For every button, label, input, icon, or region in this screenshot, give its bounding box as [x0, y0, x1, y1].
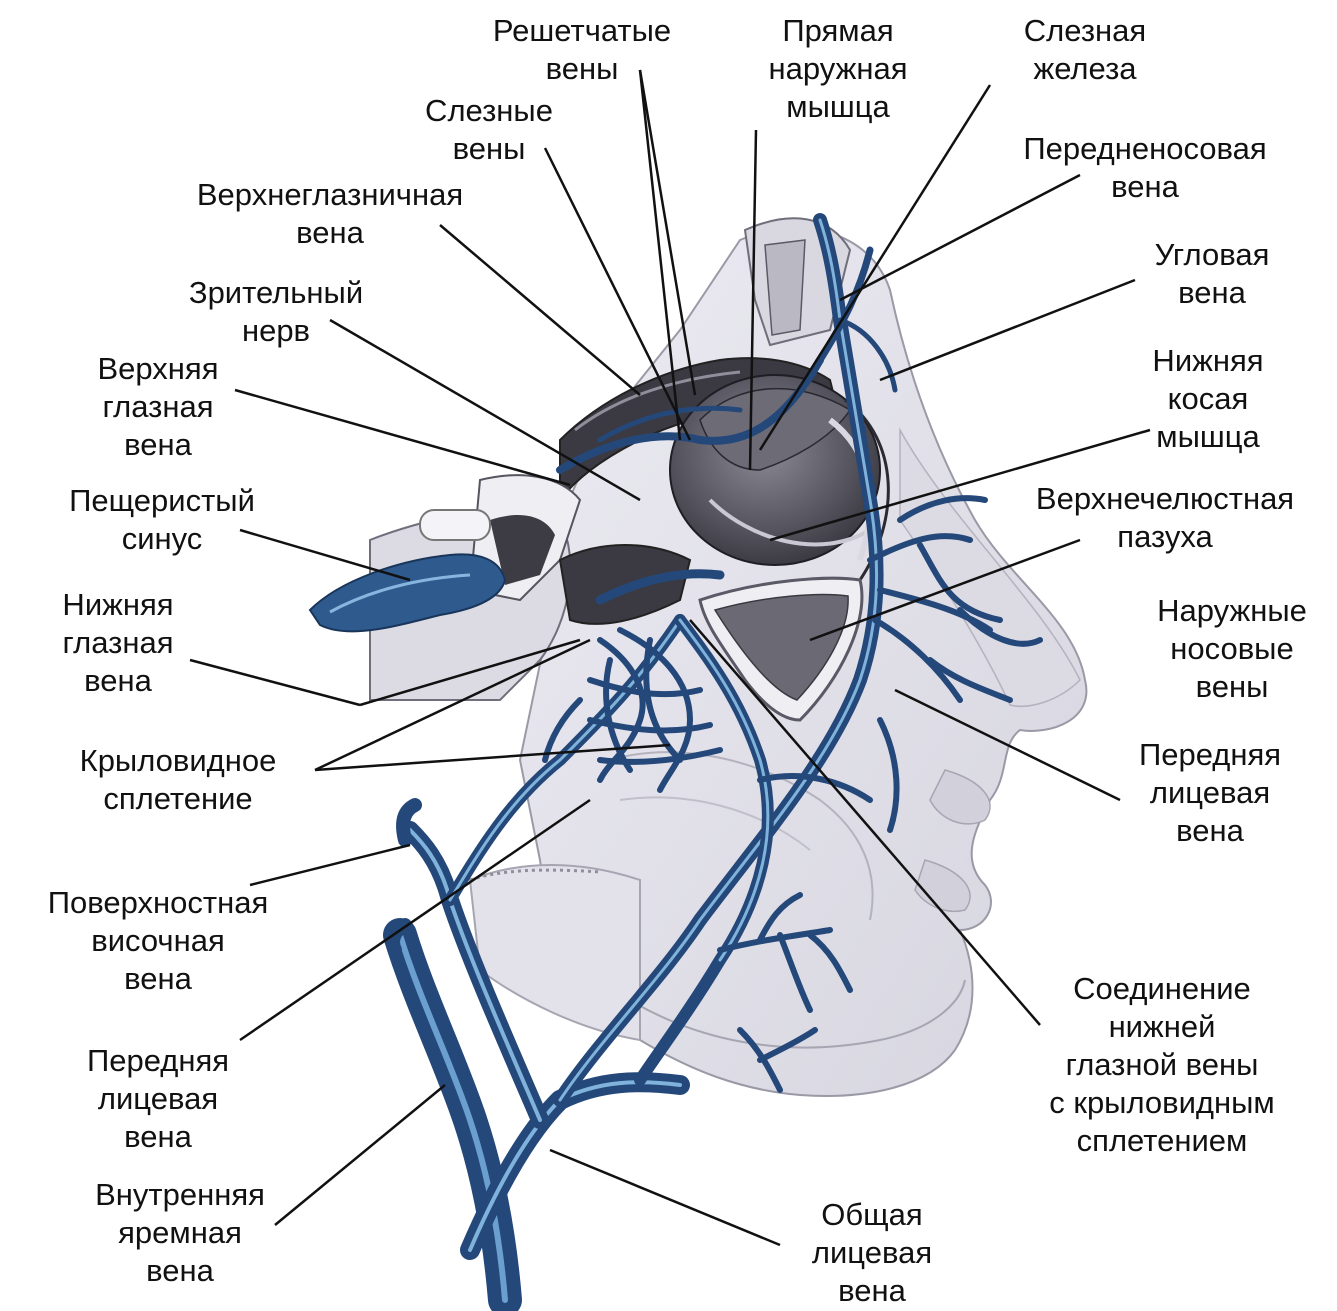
- label-superficial-temporal-vein: Поверхностнаявисочнаявена: [48, 884, 268, 998]
- label-inferior-ophthalmic-vein: Нижняяглазнаявена: [62, 586, 173, 700]
- label-lacrimal-gland: Слезнаяжелеза: [1024, 12, 1146, 88]
- label-optic-nerve: Зрительныйнерв: [189, 274, 363, 350]
- label-lateral-rectus: Прямаянаружнаямышца: [769, 12, 908, 126]
- label-internal-jugular-vein: Внутренняяяремнаявена: [95, 1176, 265, 1290]
- label-lacrimal-veins: Слезныевены: [425, 92, 553, 168]
- label-pterygoid-plexus: Крыловидноесплетение: [80, 742, 277, 818]
- label-ethmoidal-veins: Решетчатыевены: [493, 12, 671, 88]
- label-anterior-facial-vein-right: Передняялицеваявена: [1139, 736, 1281, 850]
- label-maxillary-sinus: Верхнечелюстнаяпазуха: [1036, 480, 1294, 556]
- label-cavernous-sinus: Пещеристыйсинус: [69, 482, 255, 558]
- label-angular-vein: Угловаявена: [1155, 236, 1270, 312]
- label-inferior-oblique: Нижняякосаямышца: [1152, 342, 1263, 456]
- label-anterior-facial-vein-left: Передняялицеваявена: [87, 1042, 229, 1156]
- label-external-nasal-veins: Наружныеносовыевены: [1157, 592, 1307, 706]
- label-supraorbital-vein: Верхнеглазничнаявена: [197, 176, 463, 252]
- label-anterior-nasal-vein: Передненосоваявена: [1023, 130, 1266, 206]
- label-common-facial-vein: Общаялицеваявена: [812, 1196, 932, 1310]
- label-superior-ophthalmic-vein: Верхняяглазнаявена: [97, 350, 218, 464]
- label-anastomosis: Соединениенижнейглазной веныс крыловидны…: [1049, 970, 1274, 1160]
